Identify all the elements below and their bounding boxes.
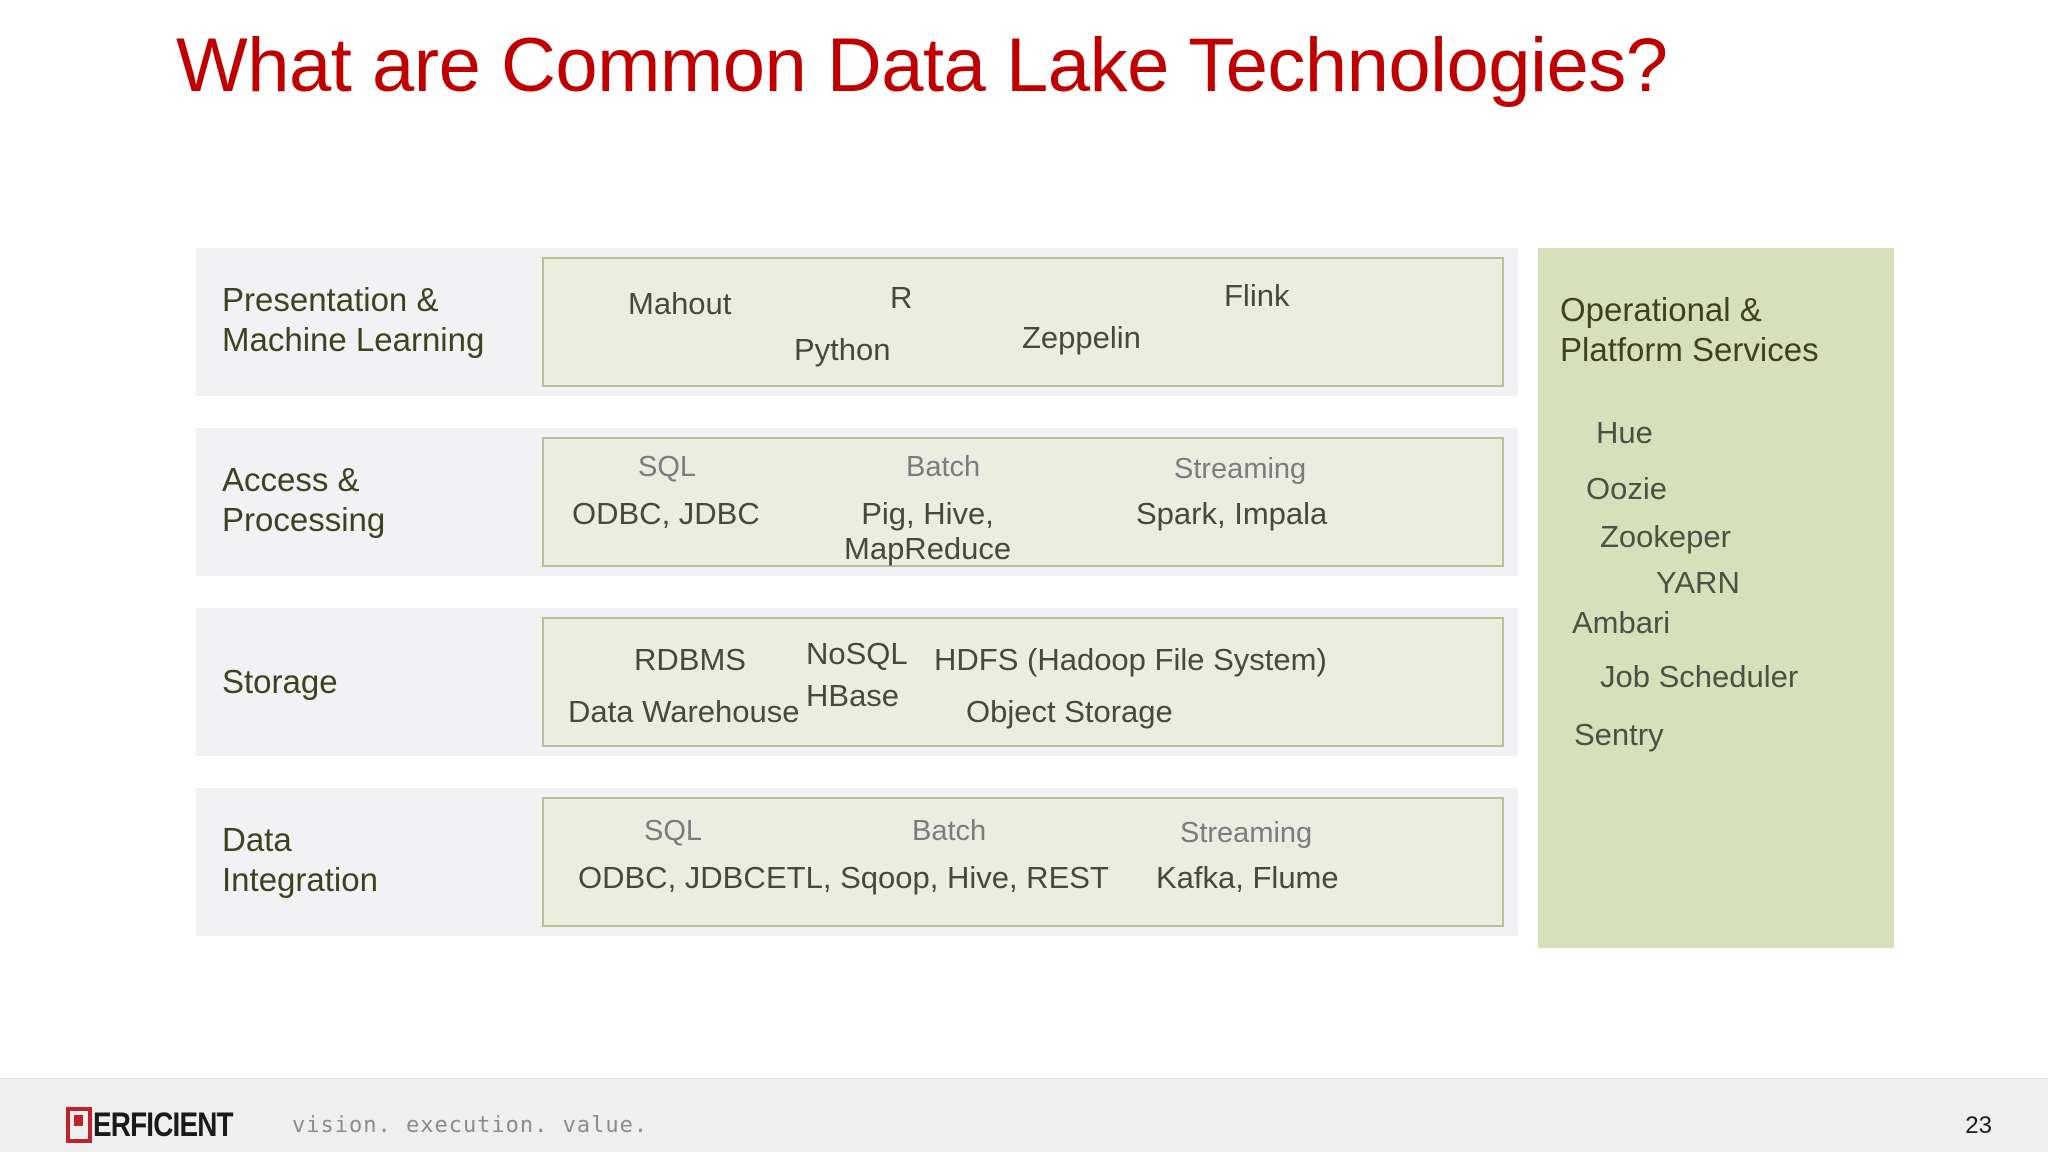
service-ambari: Ambari [1572,605,1671,640]
service-oozie: Oozie [1586,471,1667,506]
page-number: 23 [1965,1112,1992,1139]
tech-nosql: NoSQL [806,636,908,671]
logo-tagline: vision. execution. value. [292,1113,649,1138]
layer-label-storage: Storage [222,663,338,700]
category-sql-access: SQL [638,451,697,483]
layer-row-data-integration: Data Integration SQL Batch Streaming ODB… [196,788,1518,936]
tech-object-storage: Object Storage [966,694,1173,729]
tech-batch-integration: ETL, Sqoop, Hive, REST [766,860,1109,895]
tech-streaming-integration: Kafka, Flume [1156,860,1339,895]
layer-row-presentation: Presentation & Machine Learning Mahout R… [196,248,1518,396]
category-streaming-access: Streaming [1174,453,1307,485]
service-job-scheduler: Job Scheduler [1600,659,1799,694]
category-sql-integration: SQL [644,815,703,847]
tech-zeppelin: Zeppelin [1022,320,1141,355]
category-streaming-integration: Streaming [1180,817,1313,849]
category-batch-integration: Batch [912,815,987,847]
layer-row-storage: Storage RDBMS NoSQL HBase HDFS (Hadoop F… [196,608,1518,756]
logo-wordmark: ERFICIENT [93,1105,234,1144]
tech-batch-access: Pig, Hive, MapReduce [844,496,1012,566]
layer-row-access: Access & Processing SQL Batch Streaming … [196,428,1518,576]
service-zookeper: Zookeper [1600,519,1731,554]
footer-bar [0,1078,2048,1152]
tech-python: Python [794,332,891,367]
layer-stack: Presentation & Machine Learning Mahout R… [196,248,1518,948]
tech-streaming-access: Spark, Impala [1136,496,1328,531]
layer-label-access: Access & Processing [222,461,386,539]
tech-mahout: Mahout [628,286,732,321]
data-lake-technology-diagram: Presentation & Machine Learning Mahout R… [196,248,1916,948]
layer-label-presentation: Presentation & Machine Learning [222,281,485,359]
tech-sql-integration: ODBC, JDBC [578,860,766,895]
service-yarn: YARN [1656,565,1740,600]
tech-hbase: HBase [806,678,900,713]
tech-flink: Flink [1224,278,1290,313]
tech-box-data-integration: SQL Batch Streaming ODBC, JDBC ETL, Sqoo… [542,797,1504,927]
service-sentry: Sentry [1574,717,1664,752]
tech-sql-access: ODBC, JDBC [572,496,760,531]
tech-box-presentation: Mahout R Python Zeppelin Flink [542,257,1504,387]
perficient-logo: ERFICIENT [66,1105,263,1145]
operational-platform-services-panel: Operational & Platform Services Hue Oozi… [1538,248,1894,948]
tech-data-warehouse: Data Warehouse [568,694,800,729]
service-hue: Hue [1596,415,1653,450]
tech-box-access: SQL Batch Streaming ODBC, JDBC Pig, Hive… [542,437,1504,567]
page-title: What are Common Data Lake Technologies? [176,23,1668,108]
tech-hdfs: HDFS (Hadoop File System) [934,642,1327,677]
layer-label-data-integration: Data Integration [222,821,378,899]
services-panel-title: Operational & Platform Services [1560,291,1819,369]
tech-rdbms: RDBMS [634,642,746,677]
logo-p-icon [66,1107,92,1143]
tech-r: R [890,280,913,315]
tech-box-storage: RDBMS NoSQL HBase HDFS (Hadoop File Syst… [542,617,1504,747]
category-batch-access: Batch [906,451,981,483]
